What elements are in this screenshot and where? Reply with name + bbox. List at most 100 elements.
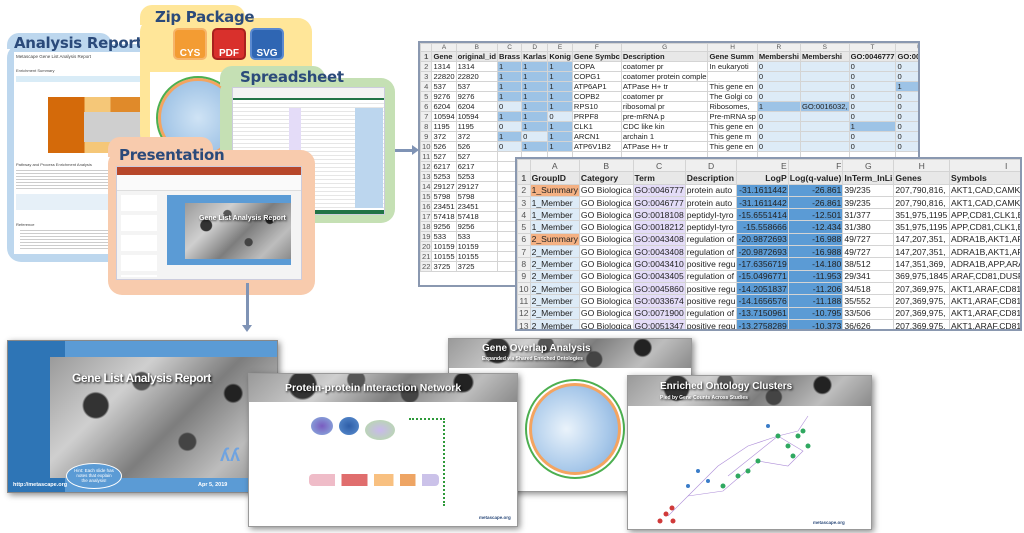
cell[interactable]: 207,369,975, — [893, 306, 950, 320]
cell[interactable]: GO Biologica — [578, 318, 634, 331]
cell[interactable]: -10.795 — [787, 306, 844, 320]
cell[interactable]: C — [632, 159, 686, 173]
cell[interactable]: 1 — [521, 71, 549, 82]
cell[interactable] — [799, 121, 850, 132]
cell[interactable]: GroupID — [529, 171, 580, 185]
cell[interactable]: Gene — [431, 51, 457, 62]
cell[interactable]: 2_Member — [529, 294, 580, 308]
cell[interactable]: 0 — [756, 141, 801, 152]
cell[interactable]: 207,369,975, — [893, 281, 950, 296]
cell[interactable]: ARCN1 — [571, 131, 622, 142]
cell[interactable]: coatomer pr — [620, 61, 709, 72]
cell[interactable]: 57418 — [455, 211, 498, 222]
cell[interactable]: 0 — [895, 141, 918, 152]
cell[interactable]: -15.6551414 — [736, 208, 789, 222]
cell[interactable]: 9276 — [431, 91, 457, 102]
cell[interactable]: GO:0016032, — [799, 101, 850, 112]
cell[interactable]: 0 — [895, 131, 918, 142]
cell[interactable]: 1 — [547, 81, 573, 92]
cell[interactable]: F — [787, 159, 844, 173]
cell[interactable]: 2_Member — [529, 257, 580, 271]
cell[interactable]: ARAF,CD81,DUSP3,EPHB2, — [948, 269, 1020, 283]
row-number[interactable]: 22 — [420, 261, 433, 272]
cell[interactable]: 36/626 — [842, 318, 895, 329]
cell[interactable]: B — [578, 159, 634, 173]
cell[interactable]: This gene en — [707, 81, 758, 92]
cell[interactable]: ATP6AP1 — [571, 81, 622, 92]
cell[interactable]: 1195 — [455, 121, 498, 132]
cell[interactable]: GO:0046777 — [632, 183, 686, 197]
cell[interactable]: 10155 — [455, 251, 498, 262]
cell[interactable]: GO Biologica — [578, 294, 634, 308]
cell[interactable]: GO:0043408 — [632, 232, 686, 247]
slide-ppi-network[interactable]: Protein-protein Interaction Network meta… — [248, 373, 518, 527]
cell[interactable]: AKT1,CAD,CAMK2B,CLK1, — [948, 195, 1020, 210]
cell[interactable]: 1 — [895, 81, 918, 92]
cell[interactable]: GO Biologica — [578, 208, 634, 222]
cell[interactable]: -11.188 — [787, 294, 844, 308]
row-number[interactable]: 20 — [420, 241, 433, 252]
cell[interactable]: 0 — [756, 61, 801, 72]
cell[interactable]: 6204 — [455, 101, 498, 112]
cell[interactable] — [799, 141, 850, 152]
cell[interactable]: 3725 — [431, 261, 457, 272]
cell[interactable]: Symbols — [948, 171, 1020, 185]
cell[interactable]: 207,369,975, — [893, 294, 950, 308]
cell[interactable]: peptidyl-tyro — [684, 220, 738, 234]
cell[interactable]: 0 — [756, 111, 801, 122]
row-number[interactable]: 5 — [420, 91, 433, 102]
cell[interactable]: 1_Member — [529, 220, 580, 234]
row-number[interactable]: 8 — [517, 257, 531, 271]
cell[interactable]: GO Biologica — [578, 183, 634, 197]
cell[interactable]: ADRA1B,APP,ARAF,ATP6A — [948, 257, 1020, 271]
cell[interactable]: 49/727 — [842, 245, 895, 259]
cell[interactable]: 372 — [455, 131, 498, 142]
cell[interactable]: GO Biologica — [578, 232, 634, 247]
cell[interactable]: ATPase H+ tr — [620, 141, 709, 152]
cell[interactable]: -20.9872693 — [736, 232, 789, 247]
row-number[interactable]: 4 — [420, 81, 433, 92]
cell[interactable] — [799, 111, 850, 122]
cell[interactable] — [799, 91, 850, 102]
row-number[interactable]: 9 — [517, 269, 531, 283]
cell[interactable]: 1314 — [431, 61, 457, 72]
cell[interactable]: 35/552 — [842, 294, 895, 308]
cell[interactable]: 1 — [496, 71, 523, 82]
cell[interactable]: 0 — [521, 131, 549, 142]
cell[interactable]: AKT1,ARAF,CD81,MARK2, — [948, 281, 1020, 296]
cell[interactable]: 0 — [848, 101, 897, 112]
cell[interactable]: 537 — [431, 81, 457, 92]
row-number[interactable]: 10 — [420, 141, 433, 152]
cell[interactable]: 527 — [455, 151, 498, 162]
cell[interactable]: -26.861 — [787, 183, 844, 197]
cell[interactable]: 0 — [848, 61, 897, 72]
cell[interactable]: regulation of — [684, 306, 738, 320]
cell[interactable]: protein auto — [684, 195, 738, 210]
row-number[interactable]: 6 — [517, 232, 531, 247]
cell[interactable]: 2_Summary — [529, 232, 580, 247]
row-number[interactable]: 2 — [420, 61, 433, 72]
cell[interactable]: 207,369,975, — [893, 318, 950, 329]
cell[interactable]: Category — [578, 171, 634, 185]
cell[interactable]: 10594 — [431, 111, 457, 122]
cell[interactable]: 1 — [521, 61, 549, 72]
cell[interactable]: This gene m — [707, 131, 758, 142]
cell[interactable]: -15.0496771 — [736, 269, 789, 283]
cell[interactable]: 29/341 — [842, 269, 895, 283]
row-number[interactable]: 21 — [420, 251, 433, 262]
cell[interactable]: 34/518 — [842, 281, 895, 296]
cell[interactable]: GO Biologica — [578, 281, 634, 296]
cell[interactable]: 9256 — [431, 221, 457, 232]
cell[interactable]: RPS10 — [571, 101, 622, 112]
cell[interactable]: GO:0043410 — [632, 257, 686, 271]
row-number[interactable] — [420, 43, 433, 52]
row-number[interactable]: 17 — [420, 211, 433, 222]
cell[interactable]: Brass — [496, 51, 523, 62]
row-number[interactable]: 13 — [420, 171, 433, 182]
cell[interactable]: AKT1,ARAF,CD81,MARK2, — [948, 318, 1020, 329]
cell[interactable]: A — [529, 159, 580, 173]
cell[interactable]: 527 — [431, 151, 457, 162]
row-number[interactable]: 6 — [420, 101, 433, 112]
cell[interactable]: 207,790,816, — [893, 195, 950, 210]
row-number[interactable]: 1 — [420, 51, 433, 62]
